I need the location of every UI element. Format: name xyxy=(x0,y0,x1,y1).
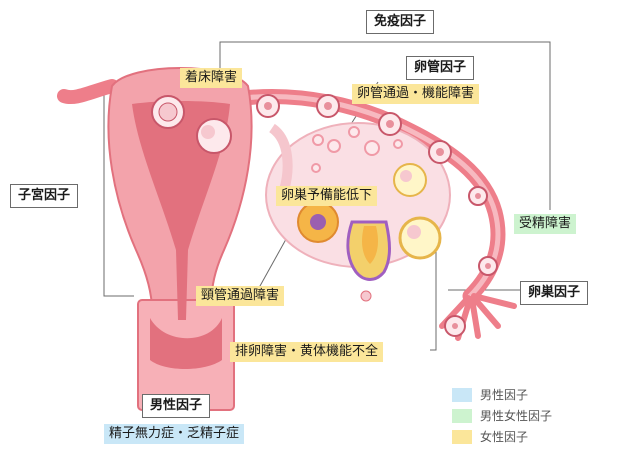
legend-item-female: 女性因子 xyxy=(452,426,552,447)
corpus-luteum xyxy=(297,201,339,243)
legend-label-both: 男性女性因子 xyxy=(480,409,553,423)
legend: 男性因子 男性女性因子 女性因子 xyxy=(452,384,552,447)
sperm-disorder-label: 精子無力症・乏精子症 xyxy=(104,424,245,444)
ovarian-ligament xyxy=(268,123,293,192)
implantation-disorder-label: 着床障害 xyxy=(180,68,243,88)
tubal-passage-disorder-label: 卵管通過・機能障害 xyxy=(352,84,480,104)
released-ovum xyxy=(360,290,372,302)
legend-swatch-both xyxy=(452,408,472,423)
mature-follicle xyxy=(393,163,427,197)
legend-swatch-female xyxy=(452,429,472,444)
cervical-canal xyxy=(176,250,188,320)
ovulation-disorder-label: 排卵障害・黄体機能不全 xyxy=(230,342,384,362)
cervical-passage-disorder-label: 頸管通過障害 xyxy=(196,286,285,306)
legend-item-both: 男性女性因子 xyxy=(452,405,552,426)
vaginal-fornix xyxy=(150,318,222,369)
blastocyst xyxy=(196,118,232,154)
fertilization-disorder-label: 受精障害 xyxy=(514,214,577,234)
left-fallopian-tube xyxy=(57,79,119,104)
legend-label-male: 男性因子 xyxy=(480,388,529,402)
uterine-factor-label: 子宮因子 xyxy=(10,184,79,208)
ovarian-reserve-label: 卵巣予備能低下 xyxy=(276,186,378,206)
tube-embryo-nuclei xyxy=(264,102,491,329)
male-factor-label: 男性因子 xyxy=(142,394,211,418)
implanting-embryo xyxy=(151,95,185,129)
tubal-factor-label: 卵管因子 xyxy=(406,56,475,80)
graafian-follicle xyxy=(398,216,442,260)
legend-swatch-male xyxy=(452,387,472,402)
legend-label-female: 女性因子 xyxy=(480,430,529,444)
ovarian-factor-label: 卵巣因子 xyxy=(520,281,589,305)
ruptured-follicle xyxy=(346,220,391,281)
legend-item-male: 男性因子 xyxy=(452,384,552,405)
ovarian-follicles xyxy=(311,126,403,173)
immune-factor-label: 免疫因子 xyxy=(366,10,435,34)
